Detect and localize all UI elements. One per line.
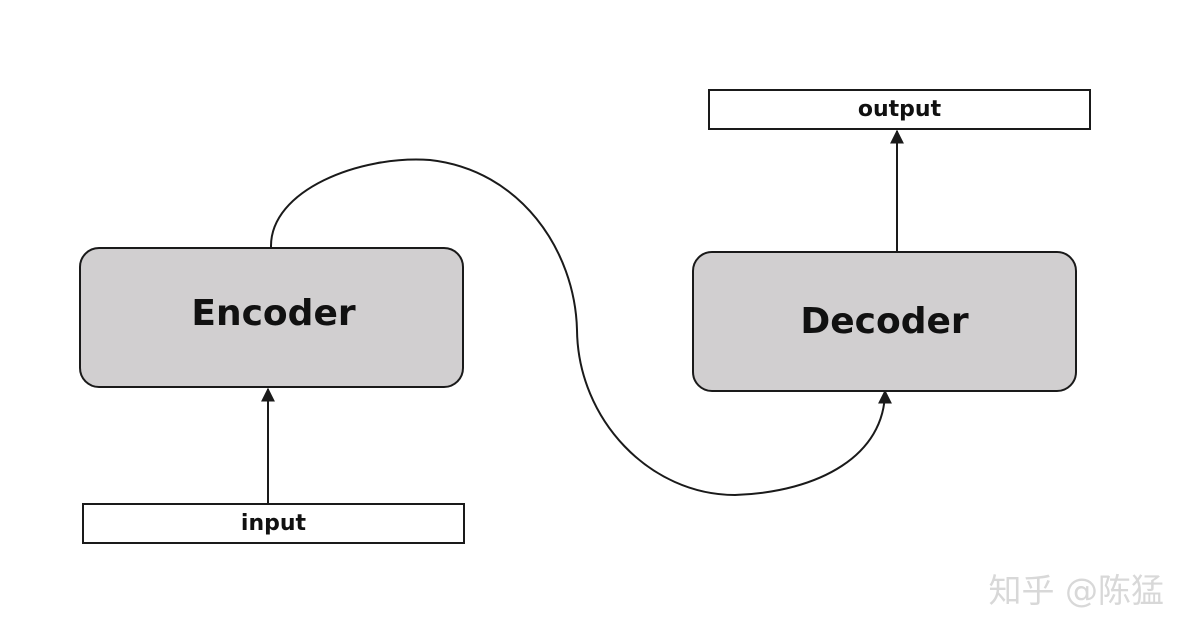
decoder-label: Decoder [800, 301, 969, 342]
encoder-to-decoder-curve [269, 158, 892, 497]
input-box: input [82, 503, 465, 544]
input-label: input [240, 511, 307, 536]
decoder-block: Decoder [692, 251, 1077, 392]
watermark: 知乎 @陈猛 [988, 571, 1165, 610]
output-label: output [857, 97, 942, 122]
output-box: output [708, 89, 1091, 130]
encoder-label: Encoder [191, 293, 356, 334]
encoder-block: Encoder [79, 247, 464, 388]
